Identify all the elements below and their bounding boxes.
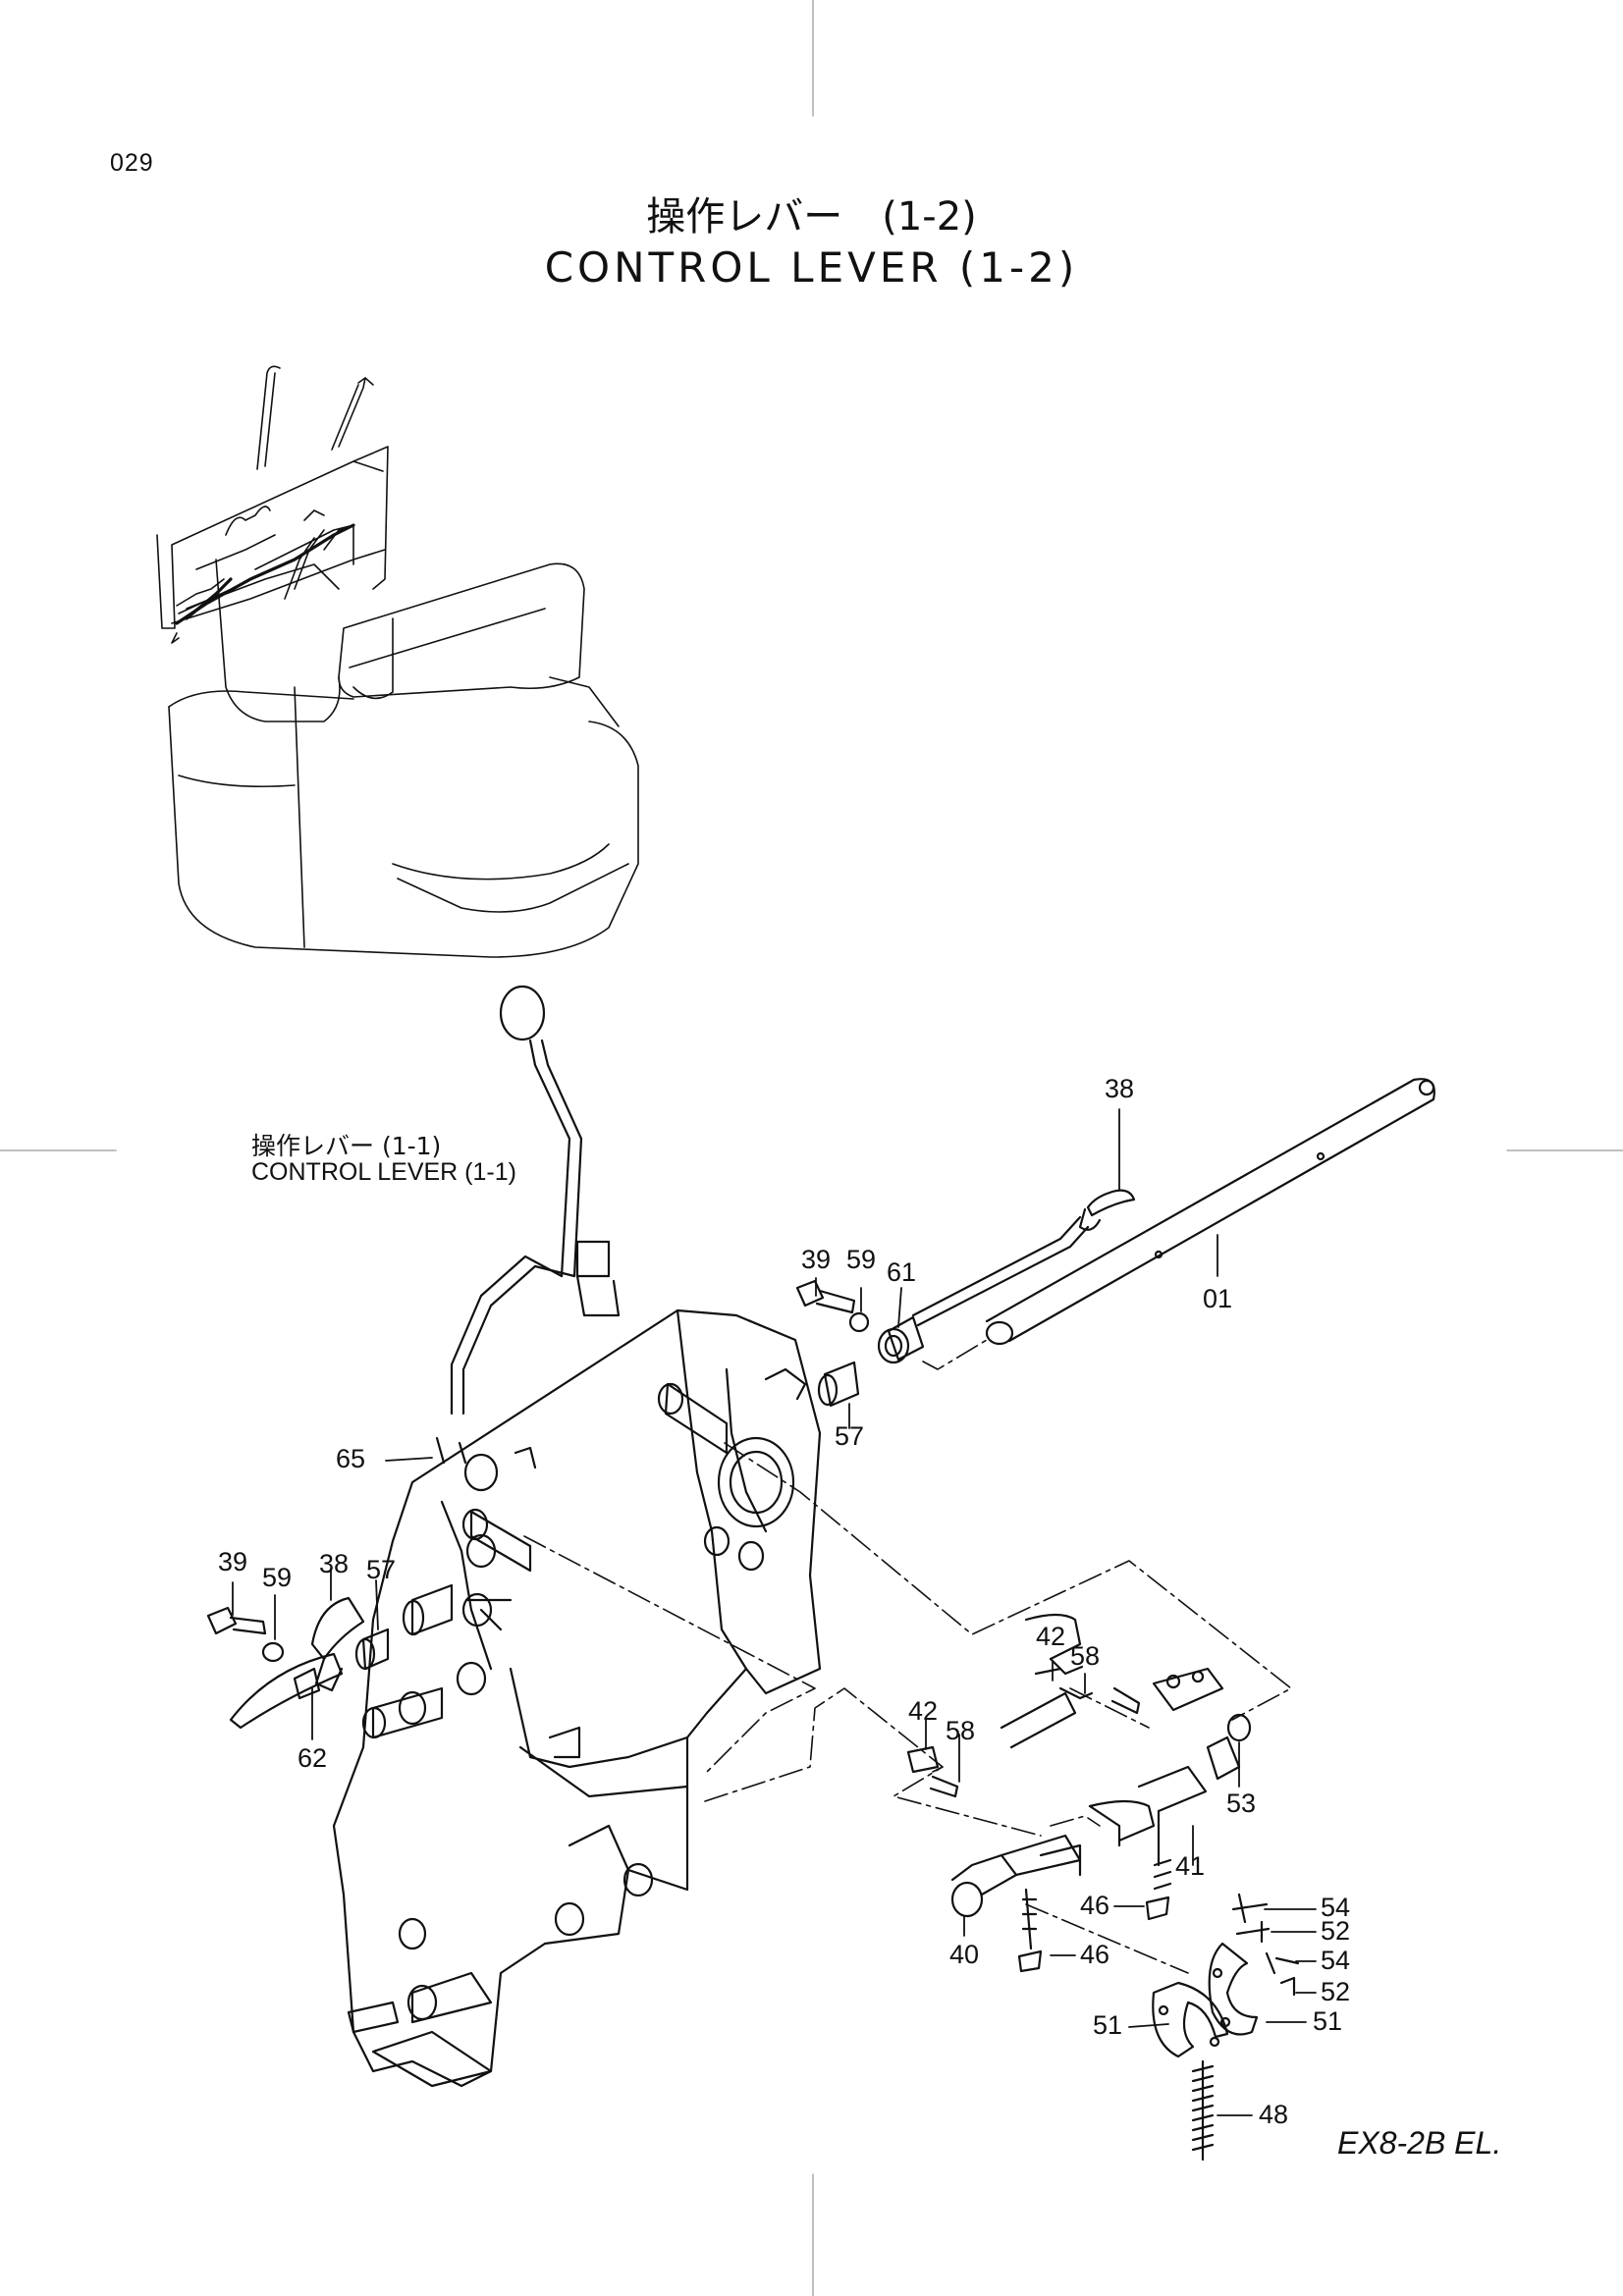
callout-51: 51 xyxy=(1093,2010,1122,2040)
callout-57: 57 xyxy=(835,1421,864,1451)
lock-bracket-parts xyxy=(906,1613,1241,1973)
callout-59: 59 xyxy=(262,1563,292,1592)
leader-lines xyxy=(232,1108,1317,2116)
callout-46: 46 xyxy=(1080,1891,1109,1920)
model-code: EX8-2B EL. xyxy=(1337,2125,1502,2161)
reference-label-japanese: 操作レバー (1-1) xyxy=(251,1132,442,1160)
callout-01: 01 xyxy=(1203,1284,1232,1313)
left-small-parts xyxy=(206,1596,390,1730)
callout-58: 58 xyxy=(946,1716,975,1745)
right-small-parts xyxy=(795,1279,1252,1742)
callout-61: 61 xyxy=(887,1257,916,1287)
title-english: CONTROL LEVER (1-2) xyxy=(544,243,1079,292)
callout-54: 54 xyxy=(1321,1893,1350,1922)
control-lever-1-1 xyxy=(435,985,621,1465)
callout-51: 51 xyxy=(1313,2006,1342,2036)
callout-57: 57 xyxy=(366,1555,396,1584)
assembly-lines xyxy=(523,1339,1292,1974)
title-japanese: 操作レバー (1-2) xyxy=(646,194,977,240)
page-number: 029 xyxy=(110,149,154,177)
callout-48: 48 xyxy=(1259,2100,1288,2129)
frame-shafts xyxy=(361,1382,729,1739)
callout-65: 65 xyxy=(336,1444,365,1473)
callout-42: 42 xyxy=(1036,1622,1065,1651)
lock-plate-parts xyxy=(1152,1893,1300,2162)
callout-52: 52 xyxy=(1321,1916,1350,1946)
callout-41: 41 xyxy=(1175,1851,1205,1881)
callout-39: 39 xyxy=(218,1547,247,1576)
callout-52: 52 xyxy=(1321,1977,1350,2006)
console-frame xyxy=(332,1308,822,2088)
callout-54: 54 xyxy=(1321,1946,1350,1975)
seat-overview-illustration xyxy=(156,365,639,958)
callout-40: 40 xyxy=(949,1940,979,1969)
callout-42: 42 xyxy=(908,1696,938,1726)
callout-38: 38 xyxy=(1105,1074,1134,1103)
callout-58: 58 xyxy=(1070,1641,1100,1671)
callout-39: 39 xyxy=(801,1245,831,1274)
part-callouts: 38 01 39 59 61 57 65 39 59 38 57 62 42 5… xyxy=(218,1074,1350,2129)
right-lever-assembly xyxy=(817,1078,1435,1408)
callout-46: 46 xyxy=(1080,1940,1109,1969)
callout-53: 53 xyxy=(1226,1789,1256,1818)
callout-59: 59 xyxy=(846,1245,876,1274)
console-harness-detail xyxy=(175,523,355,625)
callout-38: 38 xyxy=(319,1549,349,1578)
callout-62: 62 xyxy=(298,1743,327,1773)
reference-label-english: CONTROL LEVER (1-1) xyxy=(251,1158,516,1186)
